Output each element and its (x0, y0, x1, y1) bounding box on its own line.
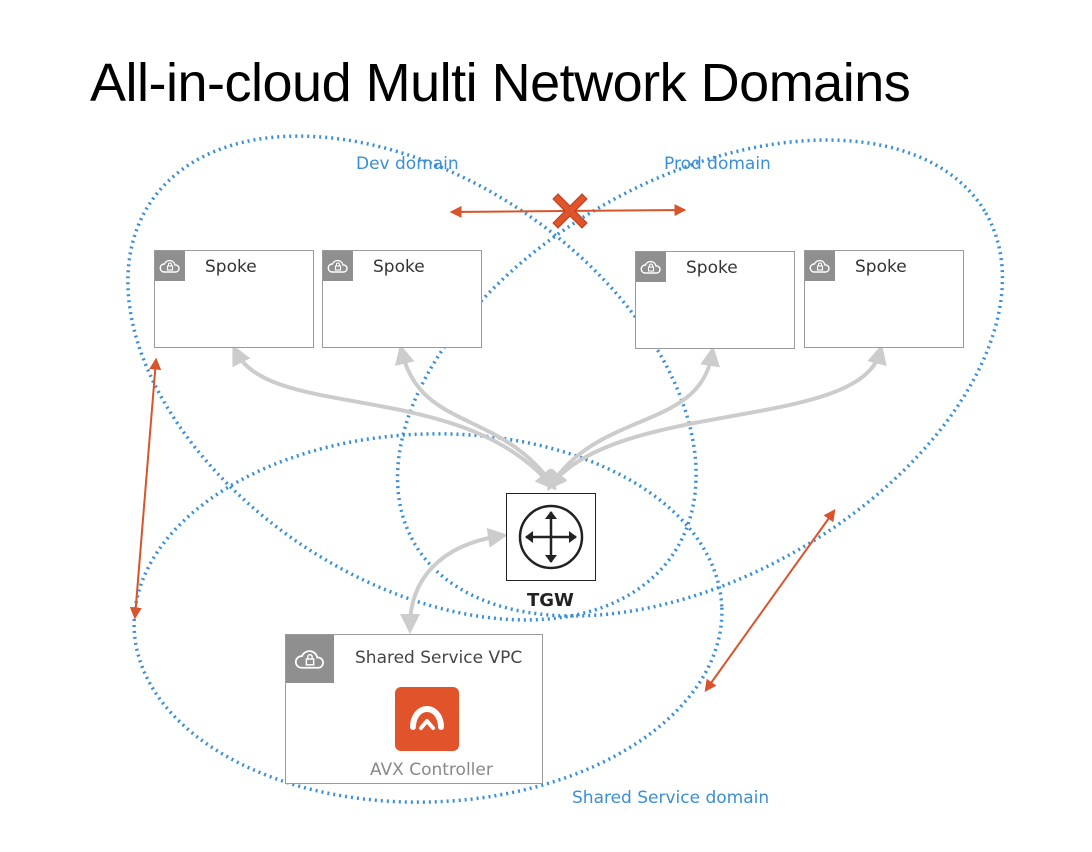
router-arrows-icon (518, 504, 584, 570)
cloud-lock-icon (155, 251, 185, 281)
connector-spoke1-tgw (232, 344, 556, 491)
spoke-label: Spoke (205, 257, 257, 277)
prod-domain-label: Prod domain (664, 154, 771, 174)
connector-spoke2-tgw (394, 344, 557, 491)
spoke-vpc-1[interactable]: Spoke (154, 250, 314, 348)
shared-vpc-label: Shared Service VPC (355, 648, 523, 668)
prod-shared-arrow (704, 509, 836, 692)
dev-shared-arrow (129, 357, 162, 620)
dev-domain-label: Dev domain (356, 154, 459, 174)
spoke-vpc-2[interactable]: Spoke (322, 250, 482, 348)
spoke-vpc-4[interactable]: Spoke (804, 250, 964, 348)
spoke-vpc-3[interactable]: Spoke (635, 251, 795, 349)
cloud-lock-icon (805, 251, 835, 281)
page-title: All-in-cloud Multi Network Domains (90, 53, 911, 113)
cloud-lock-icon (286, 635, 334, 683)
dev-prod-blocked-arrow (449, 204, 687, 218)
cloud-lock-icon (323, 251, 353, 281)
connector-spoke4-tgw (546, 344, 887, 491)
shared-service-vpc[interactable]: Shared Service VPC AVX Controller (285, 634, 543, 784)
tgw-label: TGW (527, 590, 574, 611)
connector-shared-tgw (400, 527, 508, 634)
tgw-node[interactable] (506, 493, 596, 581)
shared-domain-label: Shared Service domain (572, 788, 770, 808)
aviatrix-logo-icon[interactable] (395, 687, 459, 751)
spoke-label: Spoke (855, 257, 907, 277)
cloud-lock-icon (636, 252, 666, 282)
spoke-label: Spoke (686, 258, 738, 278)
dev-domain-outline (126, 134, 698, 622)
x-mark-icon (552, 193, 588, 229)
spoke-label: Spoke (373, 257, 425, 277)
avx-controller-label: AVX Controller (370, 760, 493, 780)
connector-spoke3-tgw (547, 346, 720, 491)
prod-domain-outline (395, 138, 1005, 618)
